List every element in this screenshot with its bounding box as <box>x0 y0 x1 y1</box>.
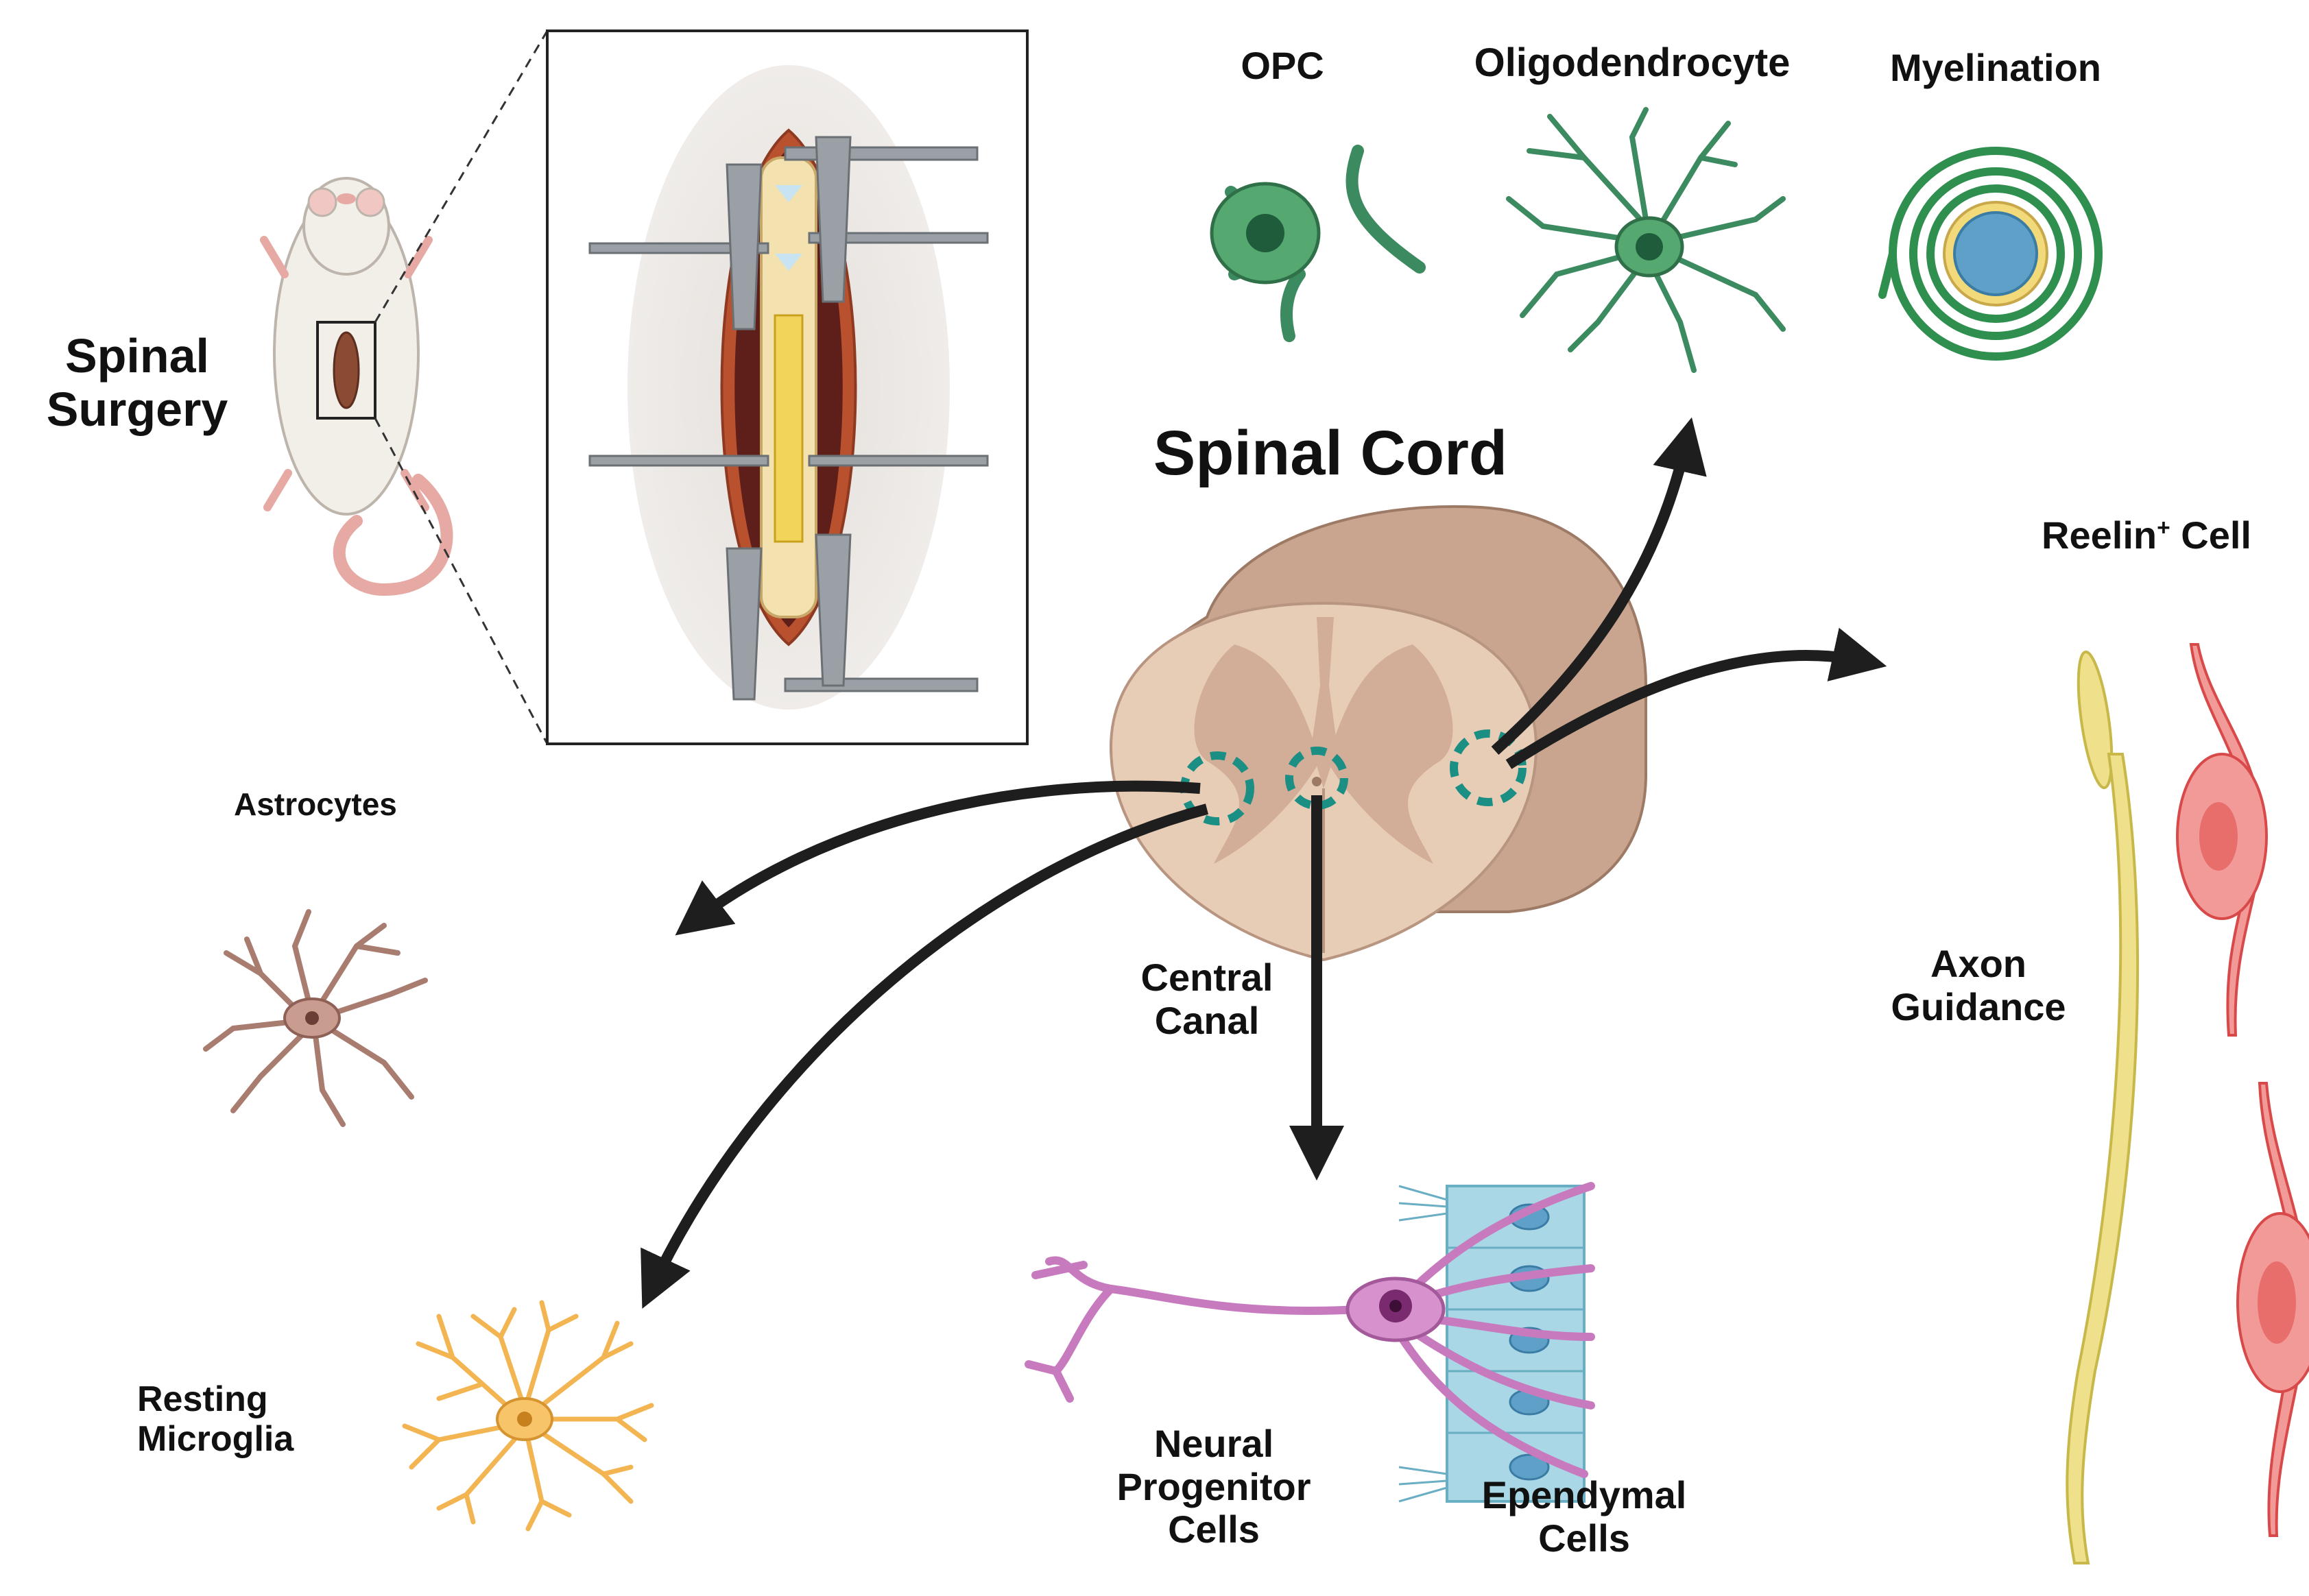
label-resting-microglia: Resting Microglia <box>137 1379 343 1459</box>
opc-cell-icon <box>1210 145 1426 342</box>
label-neural-progenitor-cells: Neural Progenitor Cells <box>1084 1422 1344 1551</box>
label-ependymal-cells: Ependymal Cells <box>1454 1473 1714 1560</box>
label-central-canal-line1: Central <box>1140 956 1273 999</box>
label-neural-line2: Progenitor <box>1116 1464 1311 1508</box>
central-canal-ring <box>1285 747 1348 810</box>
myelination-icon <box>1878 147 2103 361</box>
label-axon-guidance-line2: Guidance <box>1891 984 2066 1028</box>
label-central-canal-line2: Canal <box>1154 998 1260 1042</box>
label-spinal-surgery-line2: Surgery <box>46 383 228 437</box>
label-opc: OPC <box>1241 44 1324 87</box>
label-neural-line3: Cells <box>1168 1508 1260 1551</box>
zoom-line-top <box>374 30 549 323</box>
label-ependymal-line2: Cells <box>1538 1516 1630 1560</box>
oligodendrocyte-nucleus <box>1636 233 1663 261</box>
arrows <box>641 417 1887 1309</box>
spinal-cord-illustration <box>1109 505 1647 962</box>
arrow-to-oligodendrocyte <box>1491 417 1707 755</box>
zoom-line-bottom <box>374 418 549 745</box>
label-oligodendrocyte: Oligodendrocyte <box>1474 40 1791 85</box>
incision-zoom-box <box>316 321 376 420</box>
neural-progenitor-cell-icon <box>1025 1182 1595 1478</box>
label-myelination: Myelination <box>1889 46 2102 89</box>
lateral-ring <box>1450 729 1527 806</box>
label-spinal-surgery-line1: Spinal <box>64 329 210 383</box>
label-axon-guidance-line1: Axon <box>1930 942 2026 985</box>
microglia-nucleus <box>517 1412 532 1427</box>
label-reelin-sup: + <box>2157 515 2170 541</box>
surgery-inset <box>546 29 1029 745</box>
label-spinal-surgery: Spinal Surgery <box>27 329 247 437</box>
reelin-cell-bottom <box>2236 1082 2309 1537</box>
label-neural-line1: Neural <box>1153 1422 1274 1465</box>
label-axon-guidance: Axon Guidance <box>1865 942 2092 1028</box>
astrocyte-cell-icon <box>203 909 428 1127</box>
axon-bundle <box>2066 650 2140 1564</box>
arrow-to-microglia <box>641 803 1209 1309</box>
label-astrocytes: Astrocytes <box>234 786 397 822</box>
microglia-cell-icon <box>402 1300 654 1532</box>
label-ependymal-line1: Ependymal <box>1481 1473 1687 1516</box>
label-reelin-suffix: Cell <box>2170 513 2251 557</box>
oligodendrocyte-cell-icon <box>1506 107 1786 373</box>
astrocyte-nucleus <box>305 1011 319 1025</box>
label-spinal-cord: Spinal Cord <box>1153 418 1508 488</box>
arrow-to-astrocytes <box>675 780 1201 936</box>
label-resting-microglia-line1: Resting <box>137 1379 268 1419</box>
label-reelin-name: Reelin <box>2042 513 2157 557</box>
arrow-to-reelin-cell <box>1505 627 1887 769</box>
label-resting-microglia-line2: Microglia <box>137 1419 294 1460</box>
rat-illustration <box>260 177 453 596</box>
label-reelin-cell: Reelin+ Cell <box>1989 513 2304 557</box>
reelin-cell-top <box>2176 643 2268 1037</box>
label-central-canal: Central Canal <box>1111 956 1303 1042</box>
